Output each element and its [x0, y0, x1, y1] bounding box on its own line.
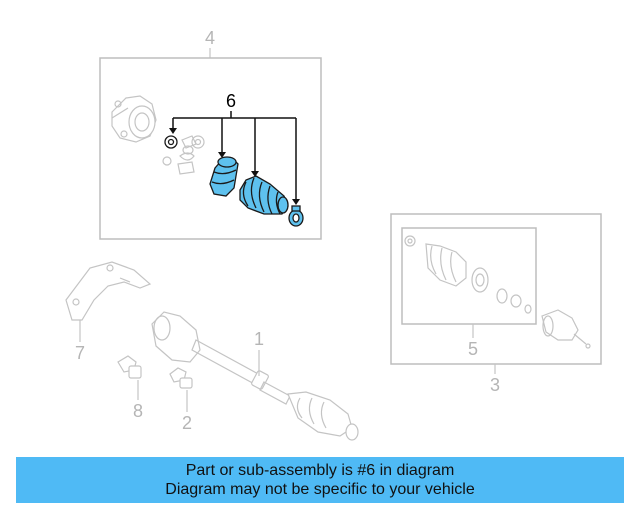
ghost-small-parts [162, 135, 205, 175]
part-8-bolt: 8 [117, 355, 143, 421]
callout-8: 8 [133, 401, 143, 421]
assembly-4-box [99, 57, 322, 240]
part-6-small-boot [209, 156, 239, 197]
assembly-4-group: 4 6 [99, 28, 322, 240]
part-6-large-boot [239, 175, 289, 215]
callout-6-bracket [169, 111, 300, 205]
banner-line-2: Diagram may not be specific to your vehi… [165, 481, 475, 498]
callout-6: 6 [226, 91, 236, 111]
part-6-washer [164, 135, 178, 149]
callout-4: 4 [205, 28, 215, 48]
part-2-bolt: 2 [169, 367, 193, 433]
part-6-clamp [288, 205, 304, 227]
info-banner: Part or sub-assembly is #6 in diagram Di… [16, 457, 624, 503]
callout-1: 1 [254, 329, 264, 349]
outer-joint-housing [111, 95, 157, 143]
part-1-axle-shaft: 1 [151, 311, 359, 441]
callout-5: 5 [468, 339, 478, 359]
assembly-3-group: 5 3 [390, 213, 602, 395]
inner-joint-parts [404, 235, 591, 349]
assembly-3-box [390, 213, 602, 365]
assembly-5-box [401, 227, 537, 325]
callout-2: 2 [182, 413, 192, 433]
banner-line-1: Part or sub-assembly is #6 in diagram [185, 462, 455, 479]
callout-7: 7 [75, 343, 85, 363]
part-7-heat-shield: 7 [65, 261, 152, 363]
callout-3: 3 [490, 375, 500, 395]
